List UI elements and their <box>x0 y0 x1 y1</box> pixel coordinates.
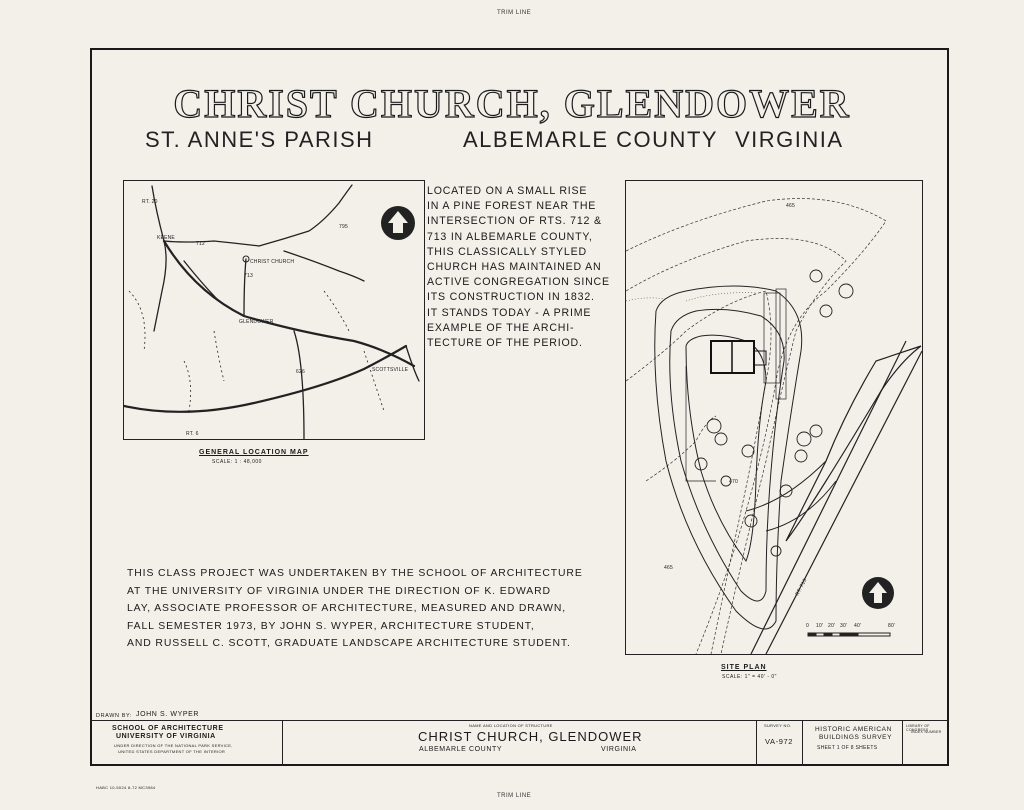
title-block-school: SCHOOL OF ARCHITECTURE UNIVERSITY OF VIR… <box>90 721 283 766</box>
habs-line-2: BUILDINGS SURVEY <box>819 734 893 741</box>
school-line-3: UNDER DIRECTION OF THE NATIONAL PARK SER… <box>114 743 233 748</box>
contour-label-top: 465 <box>786 203 795 209</box>
label-glendower: GLENDOWER <box>239 319 274 325</box>
label-rt20: RT. 20 <box>142 199 158 205</box>
description-line: its construction in 1832. <box>427 291 595 304</box>
subtitle-state: VIRGINIA <box>735 127 844 152</box>
label-626: 626 <box>296 369 305 375</box>
site-north-arrow-icon <box>862 577 894 609</box>
print-code: HABC 10-5024 8-72 MC3984 <box>96 785 156 790</box>
scale-bar-80: 80' <box>888 623 895 629</box>
credit-line: THIS CLASS PROJECT WAS UNDERTAKEN BY THE… <box>127 568 583 579</box>
title-block-loc: LIBRARY OF CONGRESS INDEX NUMBER <box>903 721 949 766</box>
description-line: Located on a small rise <box>427 185 588 197</box>
description-line: in a pine forest near the <box>427 200 597 213</box>
scale-bar-40: 40' <box>854 623 861 629</box>
label-712: 712 <box>196 241 205 247</box>
road-label-713: RT. 713 <box>794 578 808 597</box>
location-map: RT. 20 795 KEENE 712 CHRIST CHURCH 713 G… <box>122 180 425 440</box>
location-map-drawing: RT. 20 795 KEENE 712 CHRIST CHURCH 713 G… <box>122 184 420 440</box>
church-marker <box>242 255 250 263</box>
credit-line: FALL SEMESTER 1973, BY JOHN S. WYPER, AR… <box>127 620 535 632</box>
description-line: 713 in Albemarle County, <box>427 230 593 243</box>
road-west <box>153 240 167 332</box>
sheet-border <box>90 48 949 766</box>
site-plan-drawing: 0 10' 20' 30' 40' 80' 465 470 465 RT. 71… <box>625 198 923 655</box>
north-arrow-icon <box>381 206 415 240</box>
credit-line: AT THE UNIVERSITY OF VIRGINIA UNDER THE … <box>127 585 551 597</box>
contour-label-470: 470 <box>729 479 738 485</box>
label-713: 713 <box>244 273 253 279</box>
road-rt6 <box>122 344 408 413</box>
contour-label-465: 465 <box>664 565 673 571</box>
description-line: intersection of rts. 712 & <box>427 215 602 228</box>
label-795: 795 <box>339 224 348 230</box>
road-795 <box>258 184 353 247</box>
label-rt6: RT. 6 <box>186 431 199 437</box>
sheet-number: SHEET 1 OF 8 SHEETS <box>817 745 878 751</box>
road-626 <box>293 330 305 440</box>
subtitle-parish: ST. ANNE'S PARISH <box>145 127 374 152</box>
site-plan-scale: SCALE: 1" = 40' - 0" <box>722 674 777 680</box>
description-text: Located on a small rise in a pine forest… <box>427 184 613 351</box>
school-line-2: UNIVERSITY OF VIRGINIA <box>116 733 216 740</box>
title-block-rule <box>90 720 949 721</box>
school-line-1: SCHOOL OF ARCHITECTURE <box>112 725 224 732</box>
description-line: tecture of the period. <box>427 337 583 350</box>
label-keene: KEENE <box>157 235 175 241</box>
structure-label: NAME AND LOCATION OF STRUCTURE <box>469 723 553 728</box>
scale-bar <box>807 632 891 637</box>
trim-line-bottom: TRIM LINE <box>497 793 532 799</box>
habs-line-1: HISTORIC AMERICAN <box>815 726 892 733</box>
church-building <box>710 340 767 374</box>
description-line: church has maintained an <box>427 261 602 274</box>
scale-bar-20: 20' <box>828 623 835 629</box>
scale-bar-10: 10' <box>816 623 823 629</box>
site-plan-caption: SITE PLAN <box>721 664 767 671</box>
structure-state: VIRGINIA <box>601 746 637 753</box>
trim-line-top: TRIM LINE <box>497 10 532 16</box>
road-scottsville <box>405 345 420 382</box>
site-plan: 0 10' 20' 30' 40' 80' 465 470 465 RT. 71… <box>625 180 923 655</box>
title-block-habs: HISTORIC AMERICAN BUILDINGS SURVEY SHEET… <box>803 721 903 766</box>
drawn-by-label: DRAWN BY: <box>96 713 133 719</box>
description-line: this classically styled <box>427 245 587 258</box>
description-line: It stands today - a prime <box>427 306 592 319</box>
structure-county: ALBEMARLE COUNTY <box>419 746 503 753</box>
credit-text: THIS CLASS PROJECT WAS UNDERTAKEN BY THE… <box>127 565 583 653</box>
drawn-by-name: JOHN S. WYPER <box>136 711 200 718</box>
description-line: active congregation since <box>427 276 610 289</box>
scale-bar-0: 0 <box>806 623 809 629</box>
description-line: example of the archi- <box>427 321 575 334</box>
label-scottsville: SCOTTSVILLE <box>372 367 409 373</box>
loc-line-2: INDEX NUMBER <box>911 730 942 734</box>
location-map-caption: GENERAL LOCATION MAP <box>199 449 309 456</box>
school-line-4: UNITED STATES DEPARTMENT OF THE INTERIOR <box>118 749 226 754</box>
title-block-survey: SURVEY NO. VA-972 <box>757 721 803 766</box>
road-branch <box>183 260 220 302</box>
road-east <box>283 250 365 282</box>
label-church: CHRIST CHURCH <box>250 259 294 265</box>
survey-number: VA-972 <box>765 737 794 746</box>
road-713 <box>243 258 247 317</box>
structure-name: CHRIST CHURCH, GLENDOWER <box>418 729 643 744</box>
credit-line: LAY, ASSOCIATE PROFESSOR OF ARCHITECTURE… <box>127 603 567 614</box>
credit-line: AND RUSSELL C. SCOTT, GRADUATE LANDSCAPE… <box>127 638 571 649</box>
subtitle-county: ALBEMARLE COUNTY <box>463 127 719 152</box>
location-map-scale: SCALE: 1 : 48,000 <box>212 459 262 465</box>
road-glendower <box>162 239 416 368</box>
scale-bar-30: 30' <box>840 623 847 629</box>
loc-line-1: LIBRARY OF CONGRESS <box>906 724 930 732</box>
road-rt20 <box>151 185 260 247</box>
survey-label: SURVEY NO. <box>764 723 792 728</box>
sheet-title: CHRIST CHURCH, GLENDOWER <box>173 80 851 126</box>
title-block-structure: NAME AND LOCATION OF STRUCTURE CHRIST CH… <box>283 721 757 766</box>
